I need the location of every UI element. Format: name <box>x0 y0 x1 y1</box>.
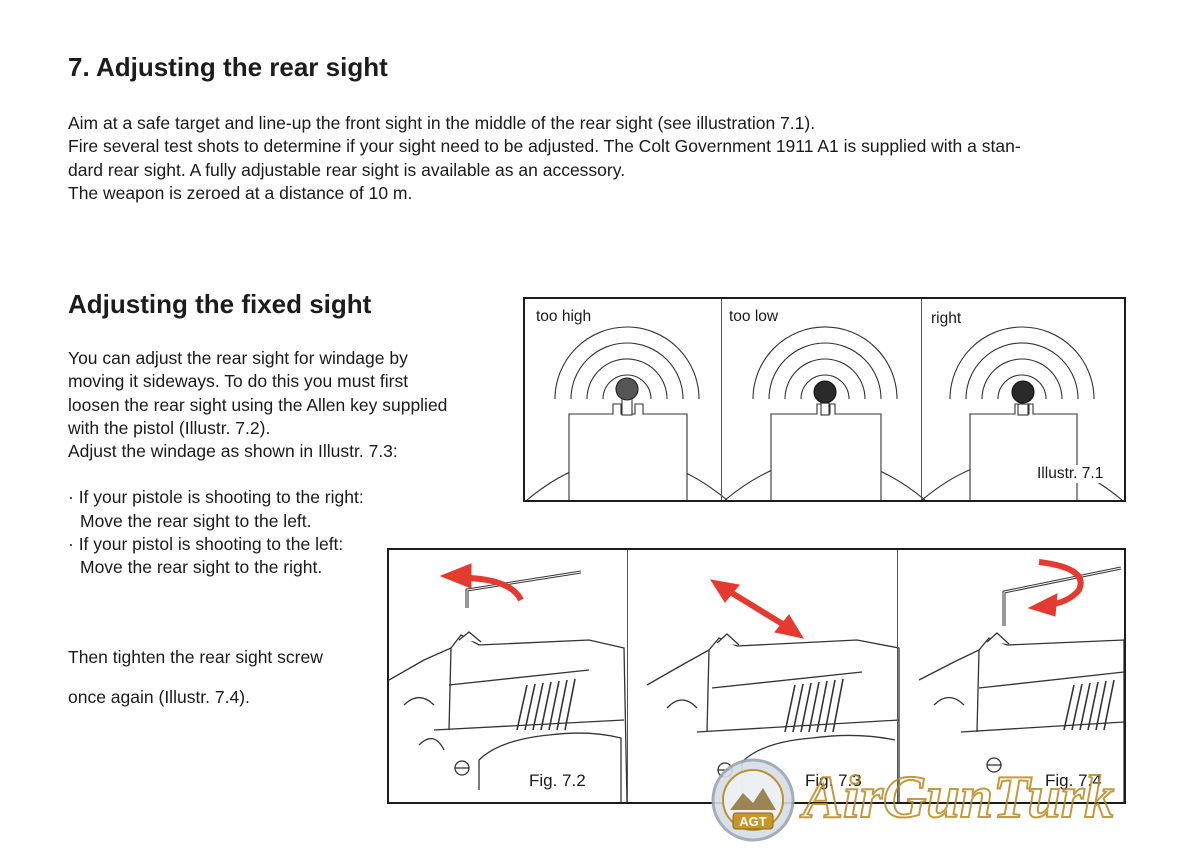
label-too-low: too low <box>727 308 781 326</box>
slide-arrow-7-3 <box>725 587 791 631</box>
illustration-7-1: too high too low right Illustr. 7.1 <box>523 297 1126 502</box>
pistol-drawing-7-2 <box>389 631 628 802</box>
instruction-line: loosen the rear sight using the Allen ke… <box>68 394 448 415</box>
instruction-line: Adjust the windage as shown in Illustr. … <box>68 441 398 462</box>
bullet-item: · If your pistole is shooting to the rig… <box>68 487 364 508</box>
airgunturk-watermark-logo: AGT AirGunTurk <box>711 758 1115 842</box>
panel-divider <box>627 550 628 802</box>
label-right: right <box>929 310 964 328</box>
intro-line: dard rear sight. A fully adjustable rear… <box>68 159 626 180</box>
sight-picture-drawing <box>526 326 1123 500</box>
tighten-instructions: Then tighten the rear sight screw once a… <box>68 628 388 727</box>
instruction-line: You can adjust the rear sight for windag… <box>68 348 408 368</box>
label-too-high: too high <box>534 308 594 326</box>
rotate-arrow-7-2 <box>468 575 524 602</box>
bullet-subline: Move the rear sight to the right. <box>80 557 323 578</box>
panel-divider <box>921 299 922 500</box>
bullet-item: · If your pistol is shooting to the left… <box>68 534 344 555</box>
instruction-line: once again (Illustr. 7.4). <box>68 687 250 708</box>
adjustment-arrows <box>439 559 1084 639</box>
brand-text: AirGunTurk <box>799 764 1114 830</box>
panel-divider <box>721 299 722 500</box>
subsection-heading: Adjusting the fixed sight <box>68 289 372 319</box>
allen-key-7-4 <box>1002 566 1122 626</box>
instruction-line: Then tighten the rear sight screw <box>68 646 323 667</box>
section-heading: 7. Adjusting the rear sight <box>68 52 388 82</box>
fixed-sight-instructions: You can adjust the rear sight for windag… <box>68 347 508 580</box>
panel-divider <box>897 550 898 802</box>
sight-panel-too-low <box>724 326 926 500</box>
intro-paragraph: Aim at a safe target and line-up the fro… <box>68 112 1138 205</box>
bullet-subline: Move the rear sight to the left. <box>80 510 312 531</box>
intro-line: The weapon is zeroed at a distance of 10… <box>68 182 413 203</box>
pistol-adjustment-drawing <box>389 559 1124 802</box>
intro-line: Fire several test shots to determine if … <box>68 136 1021 157</box>
rotate-arrow-7-4 <box>1038 559 1084 608</box>
badge-text: AGT <box>739 814 767 829</box>
figure-label-7-3: Fig. 7.3 <box>802 771 865 791</box>
intro-line: Aim at a safe target and line-up the fro… <box>68 113 816 133</box>
pistol-drawing-7-4 <box>918 632 1124 802</box>
instruction-line: with the pistol (Illustr. 7.2). <box>68 417 271 438</box>
instruction-line: moving it sideways. To do this you must … <box>68 371 409 392</box>
figure-label-7-2: Fig. 7.2 <box>526 771 589 791</box>
figure-label-7-4: Fig. 7.4 <box>1042 771 1105 791</box>
sight-panel-too-high <box>526 326 728 500</box>
illustration-caption: Illustr. 7.1 <box>1035 465 1106 483</box>
